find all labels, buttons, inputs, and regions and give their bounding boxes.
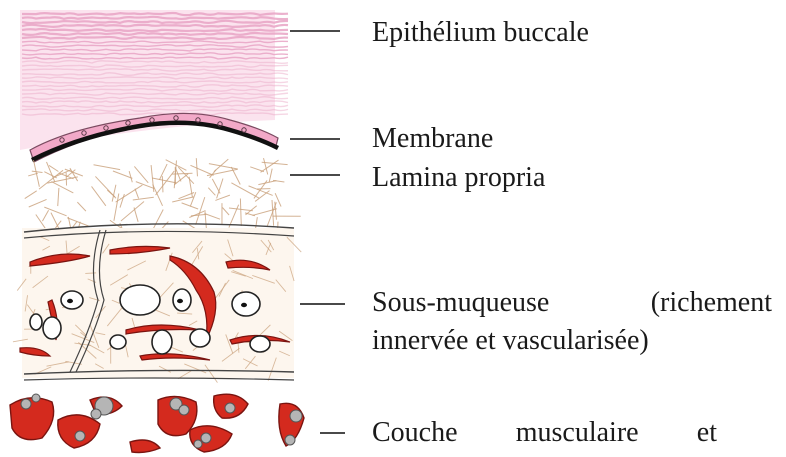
- label-membrane: Membrane: [372, 122, 493, 156]
- fat-cell: [110, 335, 126, 349]
- fat-cell: [250, 336, 270, 352]
- muscle-nucleus: [201, 433, 211, 443]
- cell-nucleus: [241, 303, 247, 307]
- label-muscle-word3: et: [697, 416, 717, 450]
- muscle-layer: [10, 394, 304, 453]
- muscle-nucleus: [290, 410, 302, 422]
- muscle-leader: [320, 432, 345, 434]
- cell-nucleus: [177, 299, 183, 303]
- label-muscle-word2: musculaire: [516, 416, 639, 450]
- label-lamina-propria: Lamina propria: [372, 161, 545, 195]
- label-submucosa-line1: Sous-muqueuse (richement: [372, 286, 772, 320]
- label-muscle-line1: Couche musculaire et: [372, 416, 717, 450]
- label-submucosa-word1: Sous-muqueuse: [372, 286, 549, 320]
- muscle-nucleus: [21, 399, 31, 409]
- muscle-nucleus: [225, 403, 235, 413]
- label-submucosa-word2: (richement: [651, 286, 772, 320]
- muscle-nucleus: [194, 440, 202, 448]
- muscle-nucleus: [179, 405, 189, 415]
- submucosa-leader: [300, 303, 345, 305]
- cell-nucleus: [67, 299, 73, 303]
- muscle-nucleus: [32, 394, 40, 402]
- muscle-nucleus: [285, 435, 295, 445]
- muscle-nucleus: [75, 431, 85, 441]
- lamina-leader: [290, 174, 340, 176]
- fat-cell: [190, 329, 210, 347]
- submucosa-layer: [13, 224, 301, 383]
- label-epithelium: Epithélium buccale: [372, 16, 589, 50]
- muscle-fibre: [10, 398, 54, 440]
- fat-cell: [120, 285, 160, 315]
- label-submucosa-line2: innervée et vascularisée): [372, 324, 649, 358]
- membrane-leader: [290, 138, 340, 140]
- fat-cell: [43, 317, 61, 339]
- muscle-nucleus: [91, 409, 101, 419]
- epithelium-leader: [290, 30, 340, 32]
- label-muscle-word1: Couche: [372, 416, 458, 450]
- fat-cell: [152, 330, 172, 354]
- fat-cell: [30, 314, 42, 330]
- muscle-fibre: [130, 440, 160, 453]
